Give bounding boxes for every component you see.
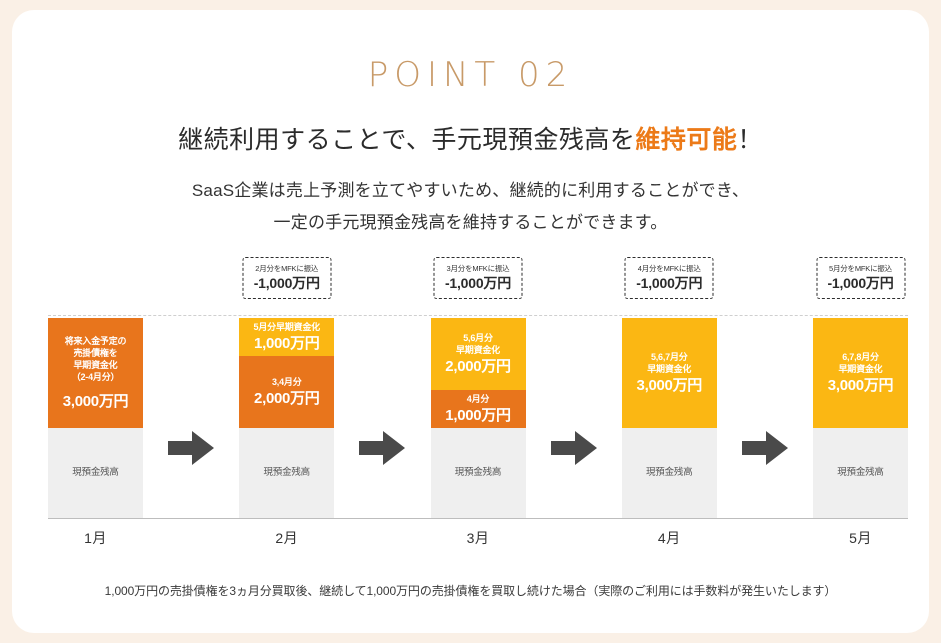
x-axis-line [48,518,908,519]
segment-label: 早期資金化 [647,363,692,374]
bar-segment-gray: 現預金残高 [430,428,526,518]
segment-label: 将来入金予定の [64,335,127,346]
segment-label: 4月分 [466,393,490,404]
month-spacer [168,528,214,548]
segment-label: 5,6,7月分 [650,351,688,362]
segment-label: 現預金残高 [454,467,502,478]
stacked-bar: 6,7,8月分早期資金化 3,000万円現預金残高 [813,318,908,518]
bar-segment-orange: 将来入金予定の売掛債権を早期資金化（2-4月分） 3,000万円 [48,318,143,428]
month-label: 5月 [849,530,872,546]
segment-label: 5月分早期資金化 [253,321,321,332]
chart-column: 将来入金予定の売掛債権を早期資金化（2-4月分） 3,000万円現預金残高 [48,260,143,518]
headline: 継続利用することで、手元現預金残高を維持可能！ [12,120,929,156]
segment-label: 売掛債権を [73,347,118,358]
bar-segment-orange: 3,4月分 2,000万円 [239,356,335,428]
flow-arrow-icon [359,431,406,465]
month-spacer [359,528,405,548]
segment-amount: 1,000万円 [445,406,511,424]
callout-label: 3月分をMFKに振込 [446,264,510,273]
callout-amount: -1,000万円 [444,275,512,291]
bar-segment-gray: 現預金残高 [239,428,335,518]
lede-paragraph: SaaS企業は売上予測を立てやすいため、継続的に利用することができ、 一定の手元… [12,175,929,239]
callout-amount: -1,000万円 [636,275,703,291]
segment-amount: 3,000万円 [62,392,129,410]
segment-amount: 2,000万円 [445,357,511,375]
headline-highlight: 維持可能 [635,126,738,154]
segment-label: 早期資金化 [73,359,118,370]
transfer-callout: 4月分をMFKに振込 -1,000万円 [624,257,714,299]
headline-text-after: ！ [737,126,763,154]
segment-label: 現預金残高 [72,467,119,478]
x-axis-tick-labels: 1月 2月 3月 4月 5月 [48,528,908,548]
segment-label: 6,7,8月分 [842,351,879,362]
segment-label: 早期資金化 [455,344,500,355]
callout-label: 2月分をMFKに振込 [255,264,319,273]
month-label: 4月 [657,530,681,546]
lede-line-2: 一定の手元現預金残高を維持することができます。 [273,213,668,232]
flow-arrow-icon [550,431,597,465]
bar-segment-yellow: 5月分早期資金化 1,000万円 [239,318,335,356]
month-spacer [551,528,597,548]
month-spacer [742,528,788,548]
bar-segment-yellow: 5,6月分早期資金化 2,000万円 [430,318,526,390]
bar-segment-orange: 4月分 1,000万円 [430,390,526,428]
callout-label: 5月分をMFKに振込 [828,264,892,273]
segment-label: 現預金残高 [837,467,884,478]
segment-amount: 2,000万円 [254,389,320,407]
stacked-bar: 5,6月分早期資金化 2,000万円 4月分 1,000万円現預金残高 [430,318,526,518]
lede-line-1: SaaS企業は売上予測を立てやすいため、継続的に利用することができ、 [191,181,750,200]
segment-label: 現預金残高 [263,467,310,478]
stacked-bar: 5月分早期資金化 1,000万円 3,4月分 2,000万円現預金残高 [239,318,335,518]
stacked-bar: 将来入金予定の売掛債権を早期資金化（2-4月分） 3,000万円現預金残高 [48,318,143,518]
segment-amount: 3,000万円 [636,376,703,394]
chart-column: 2月分をMFKに振込 -1,000万円 5月分早期資金化 1,000万円 3,4月分 2,… [239,257,335,518]
bar-segment-yellow: 6,7,8月分早期資金化 3,000万円 [813,318,908,428]
chart-column: 5月分をMFKに振込 -1,000万円 6,7,8月分早期資金化 3,000万円現預金… [813,257,908,518]
segment-label: 3,4月分 [271,376,302,387]
segment-amount: 1,000万円 [254,334,320,352]
slide-card: POINT 02 継続利用することで、手元現預金残高を維持可能！ SaaS企業は… [12,10,929,633]
bar-segment-yellow: 5,6,7月分早期資金化 3,000万円 [621,318,717,428]
transfer-callout: 3月分をMFKに振込 -1,000万円 [433,257,523,299]
top-dashed-guideline [48,315,908,316]
month-label: 1月 [84,530,107,546]
flow-arrow-icon [168,431,215,465]
headline-text-before: 継続利用することで、手元現預金残高を [178,126,636,154]
segment-label: 5,6月分 [463,332,493,343]
callout-label: 4月分をMFKに振込 [637,264,701,273]
segment-label: （2-4月分） [71,371,120,382]
segment-amount: 3,000万円 [827,376,894,394]
transfer-callout: 5月分をMFKに振込 -1,000万円 [816,257,905,299]
callout-amount: -1,000万円 [827,275,894,291]
stacked-bar: 5,6,7月分早期資金化 3,000万円現預金残高 [621,318,717,518]
transfer-callout: 2月分をMFKに振込 -1,000万円 [242,257,332,299]
flow-arrow-icon [741,431,788,465]
footnote: 1,000万円の売掛債権を3ヵ月分買取後、継続して1,000万円の売掛債権を買取… [104,584,837,598]
segment-label: 早期資金化 [838,363,883,374]
bar-segment-gray: 現預金残高 [48,428,143,518]
segment-label: 現預金残高 [645,467,693,478]
chart-column: 4月分をMFKに振込 -1,000万円 5,6,7月分早期資金化 3,000万円現預金… [621,257,717,518]
page-title: POINT 02 [367,55,574,95]
callout-amount: -1,000万円 [253,275,320,291]
month-label: 2月 [275,530,299,546]
bar-segment-gray: 現預金残高 [813,428,908,518]
bar-segment-gray: 現預金残高 [621,428,717,518]
chart-column: 3月分をMFKに振込 -1,000万円 5,6月分早期資金化 2,000万円 4月分 1,… [430,257,526,518]
month-label: 3月 [466,530,490,546]
